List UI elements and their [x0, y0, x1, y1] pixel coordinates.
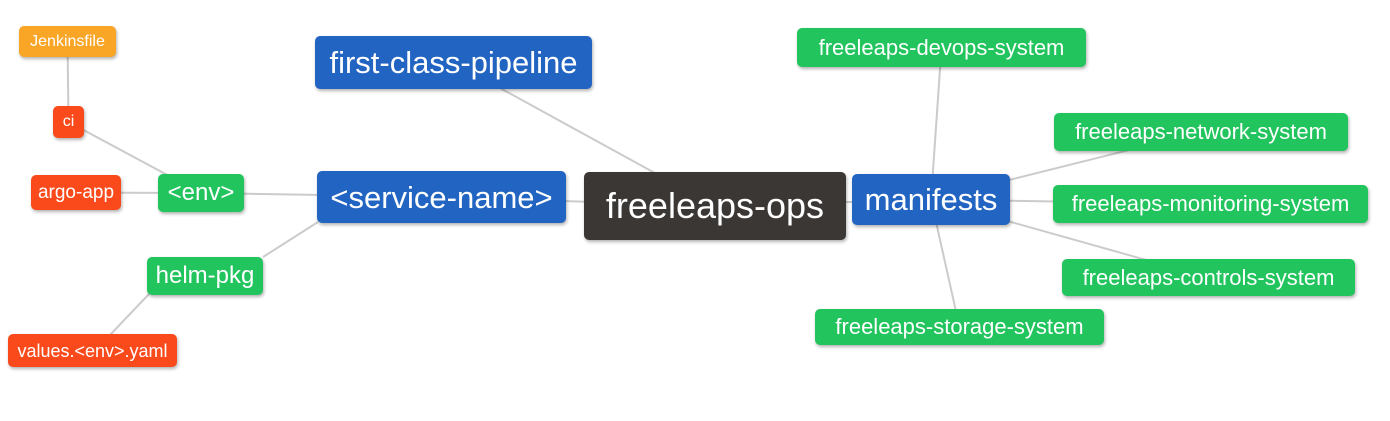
node-freeleaps-storage-system[interactable]: freeleaps-storage-system: [815, 309, 1104, 345]
node-service-name[interactable]: <service-name>: [317, 171, 566, 223]
node-values-env-yaml[interactable]: values.<env>.yaml: [8, 334, 177, 367]
node-freeleaps-network-system[interactable]: freeleaps-network-system: [1054, 113, 1348, 151]
edge-values-env-yaml-helm-pkg: [109, 293, 150, 336]
node-jenkinsfile[interactable]: Jenkinsfile: [19, 26, 116, 57]
node-freeleaps-devops-system[interactable]: freeleaps-devops-system: [797, 28, 1086, 67]
node-env[interactable]: <env>: [158, 174, 244, 212]
node-argo-app[interactable]: argo-app: [31, 175, 121, 210]
node-freeleaps-controls-system[interactable]: freeleaps-controls-system: [1062, 259, 1355, 296]
node-helm-pkg[interactable]: helm-pkg: [147, 257, 263, 295]
node-freeleaps-monitoring-system[interactable]: freeleaps-monitoring-system: [1053, 185, 1368, 223]
node-freeleaps-ops[interactable]: freeleaps-ops: [584, 172, 846, 240]
node-first-class-pipeline[interactable]: first-class-pipeline: [315, 36, 592, 89]
node-manifests[interactable]: manifests: [852, 174, 1010, 225]
edge-helm-pkg-service-name: [262, 221, 319, 258]
node-ci[interactable]: ci: [53, 106, 84, 138]
